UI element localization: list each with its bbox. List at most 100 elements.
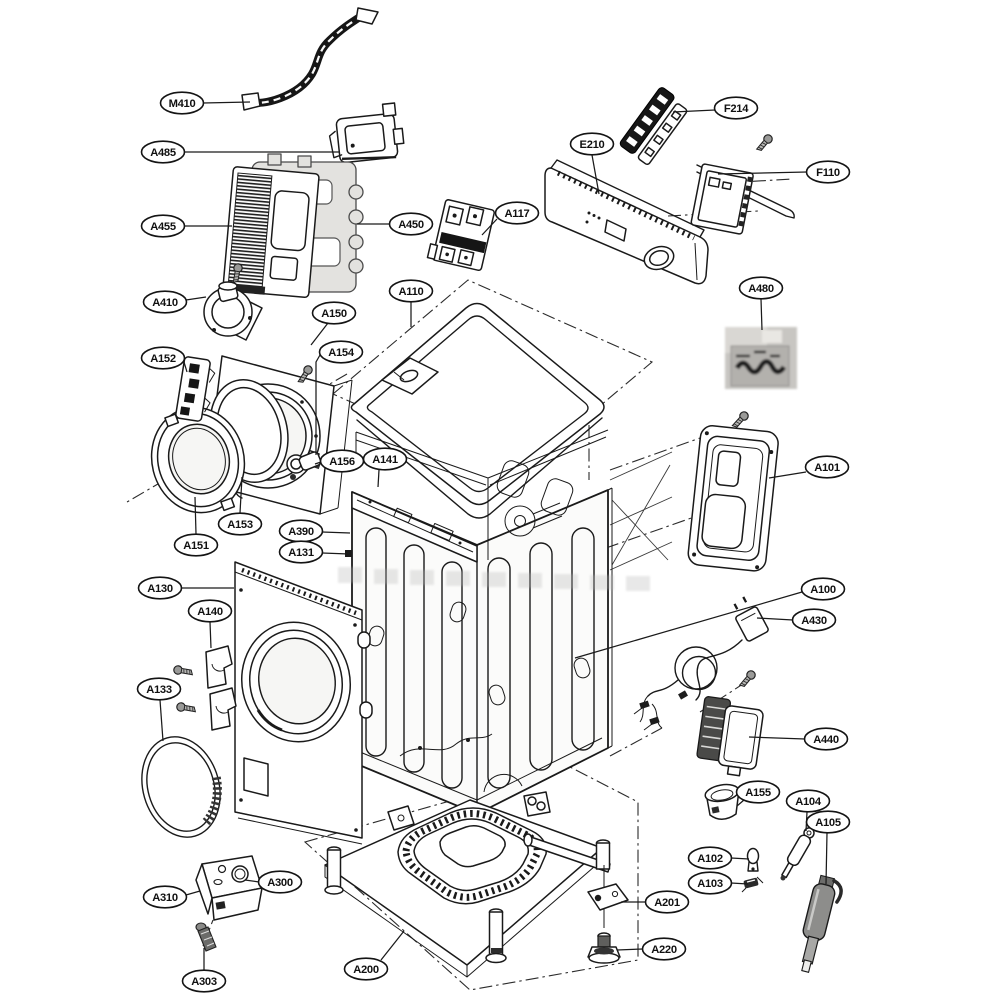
- part-trim-ring-a133: [141, 736, 222, 838]
- part-display-f110: [690, 163, 754, 235]
- leader-A155: [736, 799, 745, 807]
- leader-A153: [239, 476, 243, 514]
- leader-M410: [202, 101, 251, 104]
- part-hose-m410: [241, 7, 379, 111]
- assembly-door-tub: [150, 355, 353, 515]
- callout-label-A485: A485: [150, 147, 176, 159]
- part-front-panel-a130: [234, 561, 373, 845]
- callout-label-A152: A152: [150, 353, 176, 365]
- leader-A140: [209, 621, 212, 649]
- leader-A310: [185, 890, 201, 896]
- leader-F214: [672, 109, 716, 113]
- leader-A150: [310, 322, 329, 346]
- callout-label-A153: A153: [227, 519, 253, 531]
- part-hinges-a140: [172, 645, 237, 731]
- faint-watermark: [338, 567, 650, 591]
- part-pcb-a455: [222, 166, 320, 299]
- callout-A130: [137, 576, 183, 600]
- part-bracket-a485: [328, 102, 405, 164]
- leader-A131: [321, 552, 350, 555]
- callout-A154: [318, 340, 364, 364]
- callout-A410: [142, 290, 188, 314]
- callout-A440: [803, 727, 849, 751]
- callout-A140: [187, 599, 233, 623]
- callout-A105: [805, 810, 851, 834]
- callout-label-A220: A220: [651, 944, 677, 956]
- callout-F214: [713, 96, 759, 120]
- callout-A117: [494, 201, 540, 225]
- callout-label-A430: A430: [801, 615, 827, 627]
- part-pump-a410: [203, 281, 263, 341]
- part-clamp-a103: [741, 876, 764, 893]
- leader-A440: [748, 736, 806, 740]
- callout-label-A155: A155: [745, 787, 771, 799]
- callout-label-A390: A390: [288, 526, 314, 538]
- leader-A430: [756, 617, 794, 621]
- callout-label-A130: A130: [147, 583, 173, 595]
- callout-A110: [388, 279, 434, 303]
- leader-A102: [730, 857, 750, 860]
- callout-label-A141: A141: [372, 454, 398, 466]
- callout-label-A303: A303: [191, 976, 217, 988]
- assembly-base-a200: [324, 773, 629, 978]
- leader-F110: [717, 171, 808, 175]
- leader-E210: [591, 154, 600, 195]
- callout-label-A200: A200: [353, 964, 379, 976]
- part-control-box-a440: [696, 696, 764, 777]
- leader-A151: [194, 496, 197, 535]
- callout-label-A156: A156: [329, 456, 355, 468]
- callout-A151: [173, 533, 219, 557]
- callout-label-A150: A150: [321, 308, 347, 320]
- part-damper-a104: [780, 827, 815, 881]
- screw-icon: [737, 668, 758, 690]
- callout-label-M410: M410: [169, 98, 196, 110]
- part-top-cover-a110: [350, 302, 605, 519]
- callout-label-A131: A131: [288, 547, 314, 559]
- callout-label-A133: A133: [146, 684, 172, 696]
- leader-A390: [321, 531, 351, 534]
- part-screw-a303: [195, 922, 217, 952]
- callout-label-A117: A117: [505, 208, 530, 220]
- callout-A150: [311, 301, 357, 325]
- leader-A101: [768, 471, 807, 479]
- callout-A201: [644, 890, 690, 914]
- part-hinge-a201: [587, 865, 629, 928]
- part-back-panel-a101: [687, 425, 779, 572]
- callout-A310: [142, 885, 188, 909]
- callout-M410: [159, 91, 205, 115]
- callout-A152: [140, 346, 186, 370]
- leader-A100: [574, 591, 803, 659]
- callout-A141: [362, 447, 408, 471]
- callout-label-A310: A310: [152, 892, 178, 904]
- callout-label-A101: A101: [814, 462, 840, 474]
- callout-label-A440: A440: [813, 734, 839, 746]
- leader-A154: [315, 354, 321, 455]
- callout-label-A300: A300: [267, 877, 293, 889]
- part-control-panel-e210: [544, 159, 709, 285]
- screw-icon: [730, 409, 751, 431]
- callout-A104: [785, 789, 831, 813]
- callout-A133: [136, 677, 182, 701]
- leader-A300: [244, 879, 260, 883]
- callout-A100: [800, 577, 846, 601]
- callout-label-A103: A103: [697, 878, 723, 890]
- callout-label-A105: A105: [815, 817, 841, 829]
- callout-A485: [140, 140, 186, 164]
- callout-label-E210: E210: [580, 139, 605, 151]
- callout-E210: [569, 132, 615, 156]
- callout-A155: [735, 780, 781, 804]
- leader-A133: [159, 699, 164, 742]
- leader-A105: [825, 832, 828, 885]
- callout-label-A104: A104: [795, 796, 822, 808]
- callout-label-A455: A455: [150, 221, 176, 233]
- leader-A410: [185, 296, 207, 301]
- part-bracket-a300-a310: [195, 855, 263, 921]
- callout-A303: [181, 969, 227, 993]
- callout-A430: [791, 608, 837, 632]
- callout-label-F110: F110: [816, 167, 840, 179]
- part-clip-a102: [746, 847, 760, 872]
- callout-label-A110: A110: [399, 286, 424, 298]
- callout-label-A201: A201: [654, 897, 680, 909]
